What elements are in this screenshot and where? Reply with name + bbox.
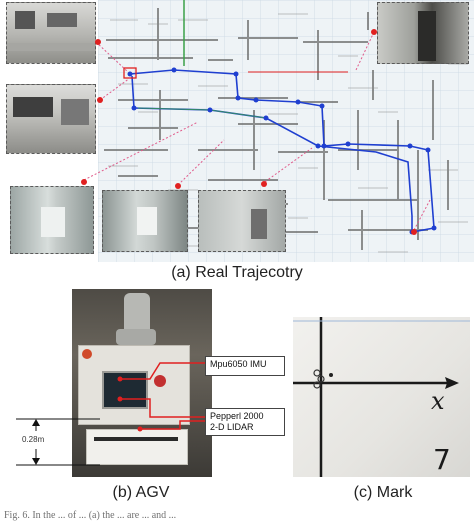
- agv-photo: [72, 289, 212, 477]
- mark-drawing: [293, 317, 470, 477]
- figure-caption: Fig. 6. In the ... of ... (a) the ... ar…: [4, 510, 177, 521]
- photo-corridor-top-right: [377, 2, 469, 64]
- agv-annotations: [16, 362, 205, 466]
- height-label: 0.28m: [22, 435, 45, 444]
- trajectory-waypoints: [127, 67, 437, 235]
- agv-base: [86, 429, 188, 465]
- photo-corridor-3: [198, 190, 286, 252]
- mark-digit: 7: [433, 443, 451, 476]
- lidar-label-line1: Pepperl 2000: [210, 411, 264, 421]
- caption-agv: (b) AGV: [112, 484, 170, 501]
- map-scan-noise: [108, 13, 468, 253]
- lidar-label-line2: 2-D LIDAR: [210, 422, 254, 432]
- agv-screen: [102, 371, 148, 409]
- imu-callout: Mpu6050 IMU: [205, 356, 285, 376]
- photo-office-middle: [6, 84, 96, 154]
- axis-x-label: x: [431, 387, 445, 415]
- caption-real-trajectory: (a) Real Trajecotry: [171, 264, 303, 281]
- caption-mark: (c) Mark: [353, 484, 413, 501]
- photo-connectors: [81, 29, 431, 235]
- mark-photo: x 7: [293, 317, 470, 477]
- photo-corridor-2: [102, 190, 188, 252]
- photo-location-dots: [81, 29, 417, 235]
- photo-office-top: [6, 2, 96, 64]
- imu-label: Mpu6050 IMU: [210, 359, 267, 369]
- photo-corridor-1: [10, 186, 94, 254]
- lidar-callout: Pepperl 2000 2-D LIDAR: [205, 408, 285, 436]
